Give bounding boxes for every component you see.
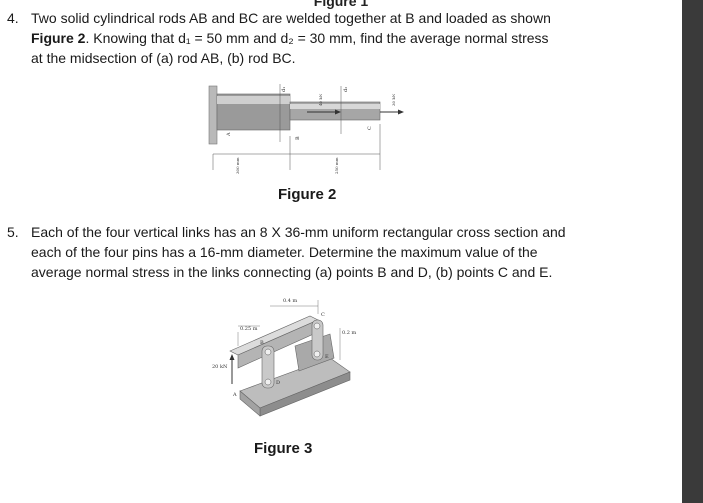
- fig3-label-dim-025: 0.25 m: [240, 326, 258, 332]
- problem-4-line-2-text: . Knowing that d₁ = 50 mm and d₂ = 30 mm…: [85, 30, 549, 46]
- fig2-label-250mm: 250 mm: [334, 157, 339, 174]
- problem-5-line-3: average normal stress in the links conne…: [31, 264, 553, 280]
- figure-3-caption: Figure 3: [254, 440, 313, 457]
- fig2-label-B: B: [295, 136, 301, 140]
- fig2-label-A: A: [226, 132, 232, 137]
- fig3-label-D: D: [276, 380, 280, 386]
- figure-2-reference: Figure 2: [31, 30, 86, 46]
- fig3-label-dim-02: 0.2 m: [342, 330, 357, 336]
- fig2-label-C: C: [367, 126, 373, 130]
- problem-4: 4. Two solid cylindrical rods AB and BC …: [7, 8, 597, 68]
- fig3-label-E: E: [325, 354, 329, 360]
- problem-4-line-1: Two solid cylindrical rods AB and BC are…: [31, 10, 551, 26]
- fig3-label-C: C: [321, 312, 325, 318]
- figure-2-rod-diagram: A B C d₁ d₂ 40 kN 30 kN 300 mm 250 mm: [208, 84, 404, 174]
- figure-3-links-diagram: 0.4 m 0.25 m 0.2 m 20 kN A B C D E: [212, 298, 357, 417]
- fig3-label-A: A: [232, 392, 237, 398]
- problem-4-line-2: Figure 2. Knowing that d₁ = 50 mm and d₂…: [31, 28, 597, 48]
- fig2-label-d2: d₂: [343, 87, 349, 92]
- fig2-label-load-30: 30 kN: [391, 93, 396, 106]
- fig3-label-load: 20 kN: [212, 364, 228, 370]
- partial-figure-heading: Figure 1: [313, 0, 369, 9]
- document-page: Figure 1 4. Two solid cylindrical rods A…: [7, 0, 597, 457]
- problem-5-number: 5.: [7, 224, 19, 240]
- problem-4-line-3: at the midsection of (a) rod AB, (b) rod…: [31, 50, 296, 66]
- problem-5-line-1: Each of the four vertical links has an 8…: [31, 224, 566, 240]
- fig3-label-dim-04: 0.4 m: [283, 298, 298, 304]
- problem-5-line-2: each of the four pins has a 16-mm diamet…: [31, 244, 538, 260]
- problem-4-number: 4.: [7, 10, 19, 26]
- fig2-label-d1: d₁: [281, 87, 287, 92]
- figure-2-caption: Figure 2: [278, 186, 337, 203]
- fig2-label-300mm: 300 mm: [235, 157, 240, 174]
- scrollbar[interactable]: [682, 0, 703, 503]
- fig2-label-load-40: 40 kN: [318, 93, 323, 106]
- problem-5: 5. Each of the four vertical links has a…: [7, 222, 597, 282]
- fig3-label-B: B: [260, 340, 264, 346]
